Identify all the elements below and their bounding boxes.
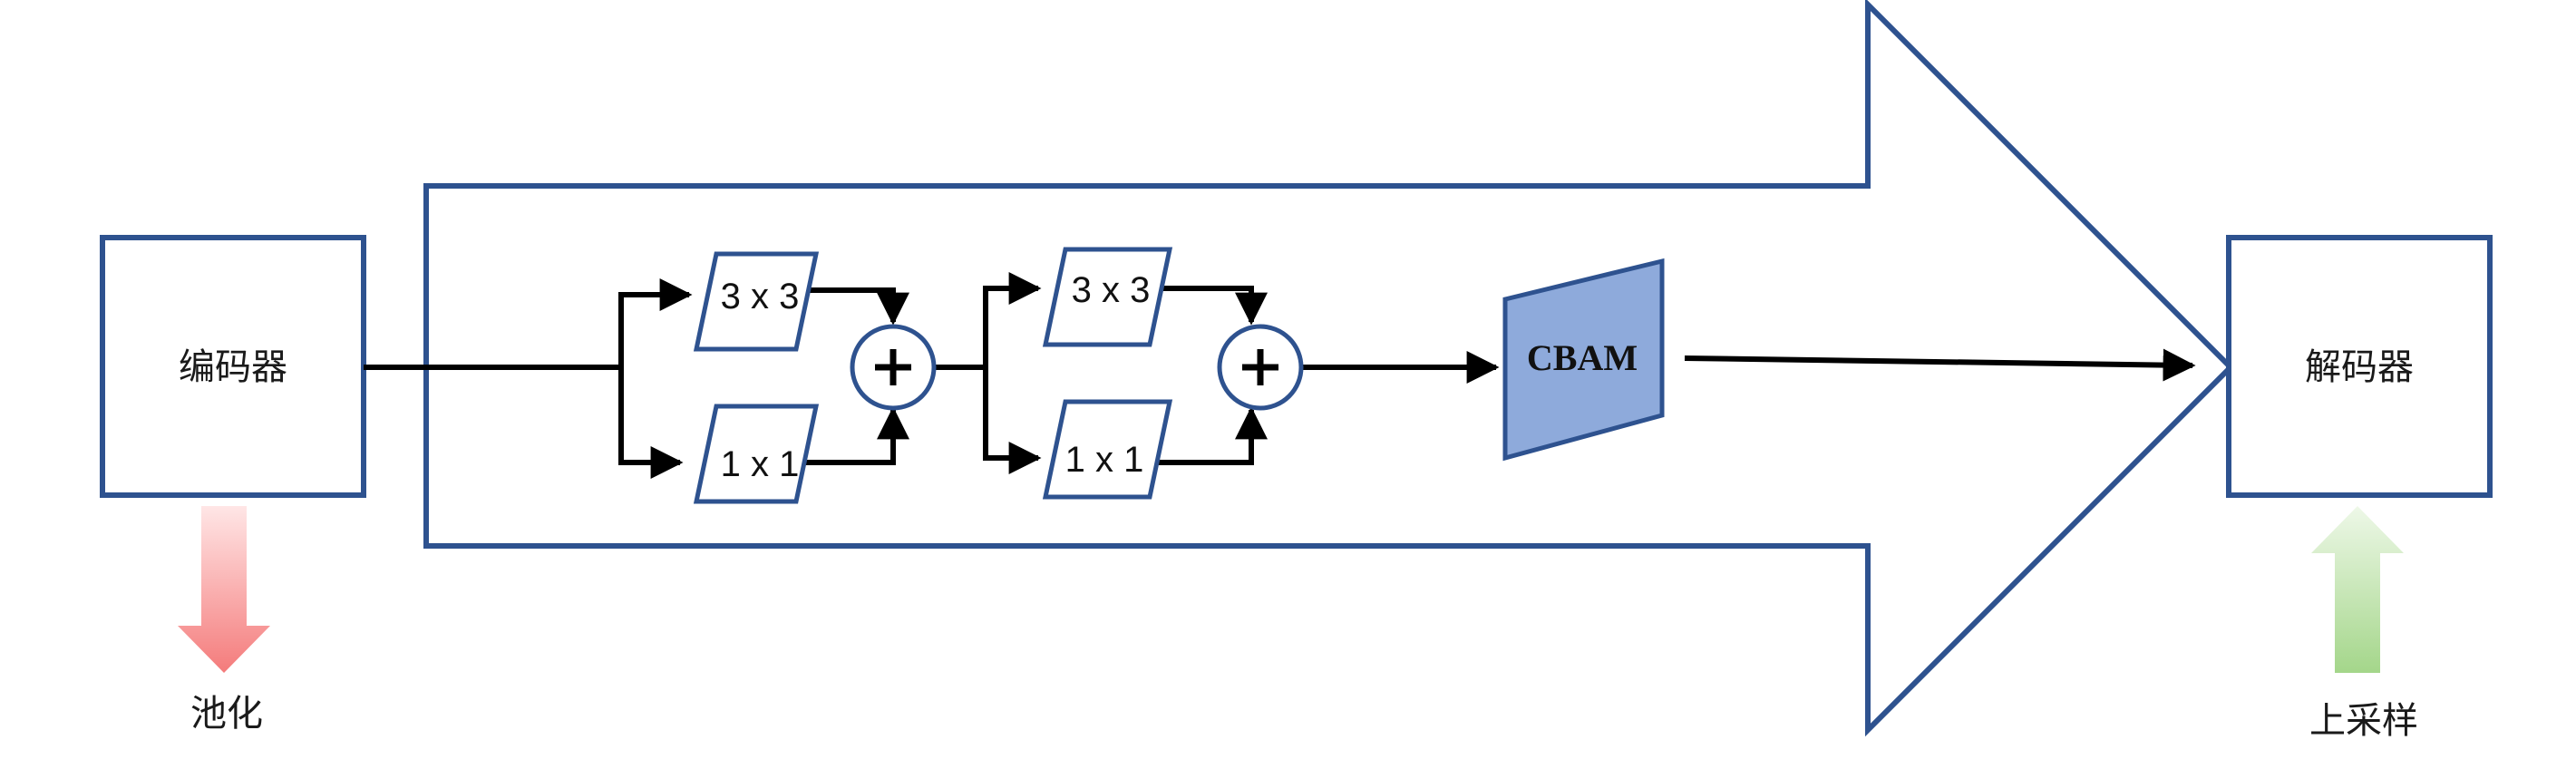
branch2-conv-3x3: 3 x 3 <box>1042 247 1173 347</box>
branch1-add-node <box>850 324 937 411</box>
branch2-conv-3x3-label: 3 x 3 <box>1072 270 1151 310</box>
cbam-label: CBAM <box>1527 337 1638 378</box>
decoder-block: 解码器 <box>2226 235 2493 498</box>
branch1-conv1-to-add <box>798 406 909 465</box>
branch2-conv-1x1: 1 x 1 <box>1042 399 1173 500</box>
encoder-label: 编码器 <box>179 346 287 388</box>
pooling-label: 池化 <box>190 693 263 735</box>
branch1-conv-1x1-label: 1 x 1 <box>721 444 800 484</box>
encoder-block: 编码器 <box>100 235 366 498</box>
connectors <box>364 272 2196 479</box>
branch2-add-node <box>1217 324 1304 411</box>
branch2-split-bottom <box>983 363 1042 474</box>
branch1-split-bottom <box>618 363 684 479</box>
branch1-conv-3x3: 3 x 3 <box>693 251 820 352</box>
branch2-conv-1x1-label: 1 x 1 <box>1065 440 1144 480</box>
branch1-conv-1x1: 1 x 1 <box>693 404 820 504</box>
pooling-indicator: 池化 <box>178 506 270 735</box>
upsampling-arrow-icon <box>2311 506 2404 673</box>
branch2-conv3-to-add <box>1163 286 1268 326</box>
branch1-conv3-to-add <box>807 287 909 326</box>
upsampling-label: 上采样 <box>2309 700 2418 742</box>
branch1-conv-3x3-label: 3 x 3 <box>721 277 800 316</box>
branch2-conv1-to-add <box>1152 406 1268 465</box>
branch1: 3 x 3 1 x 1 <box>693 251 937 504</box>
branch2: 3 x 3 1 x 1 <box>1042 247 1304 500</box>
decoder-label: 解码器 <box>2305 346 2414 388</box>
cbam-block: CBAM <box>1502 258 1665 462</box>
pooling-arrow-icon <box>178 506 270 673</box>
upsampling-indicator: 上采样 <box>2309 506 2418 742</box>
cbam-to-decoder-line <box>1684 348 2196 382</box>
